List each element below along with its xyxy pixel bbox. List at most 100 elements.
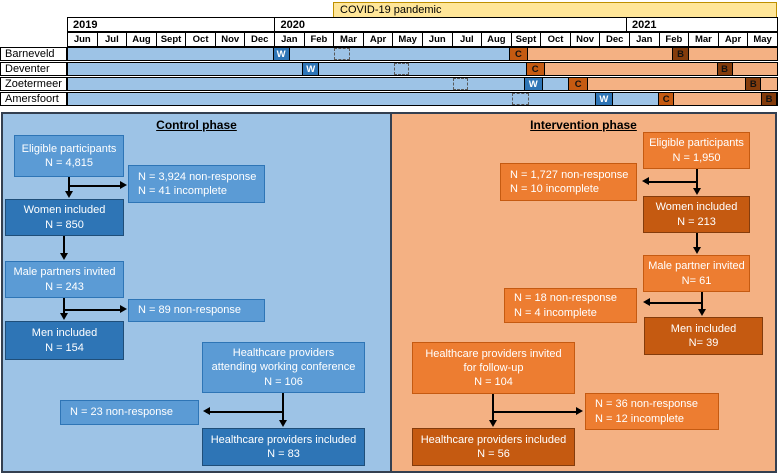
b-marker-box: B: [672, 48, 689, 60]
control-phase-segment: [68, 78, 524, 90]
timeline-month-cell: Jan: [275, 33, 305, 46]
control-non-response-2-box: N = 89 non-response: [128, 299, 265, 322]
flow-arrowhead: [120, 180, 130, 189]
box-text-line: Male partners invited: [13, 266, 116, 279]
box-text-line: N = 3,924 non-response: [138, 170, 257, 183]
box-text-line: N = 10 incomplete: [510, 183, 599, 195]
box-text-line: Male partner invited: [648, 260, 745, 273]
timeline-month-cell: Apr: [719, 33, 749, 46]
planned-marker-dashed: [334, 48, 350, 60]
flow-arrow-line: [63, 298, 65, 314]
timeline-site-label: Zoetermeer: [0, 77, 67, 91]
flow-arrowhead: [692, 247, 701, 257]
box-text-line: Eligible participants: [21, 142, 117, 155]
planned-marker-dashed: [512, 93, 529, 105]
covid-pandemic-label: COVID-19 pandemic: [340, 4, 442, 16]
timeline-month-cell: Oct: [541, 33, 571, 46]
box-text-line: Healthcare providers invited: [425, 347, 562, 360]
timeline-site-label: Barneveld: [0, 47, 67, 61]
intervention-phase-title: Intervention phase: [530, 118, 637, 132]
control-phase-segment: [68, 48, 273, 60]
flow-arrowhead: [639, 176, 649, 185]
timeline-site-label: Deventer: [0, 62, 67, 76]
timeline-month-cell: Feb: [660, 33, 690, 46]
b-marker-box: B: [761, 93, 777, 105]
control-non-response-1-box: N = 3,924 non-response N = 41 incomplete: [128, 165, 265, 203]
flow-arrow-line: [64, 309, 121, 311]
timeline-month-cell: Mar: [334, 33, 364, 46]
timeline-month-cell: Aug: [482, 33, 512, 46]
w-marker-box: W: [302, 63, 320, 75]
c-marker-box: C: [658, 93, 675, 105]
timeline-month-cell: May: [753, 34, 772, 45]
planned-marker-dashed: [394, 63, 409, 75]
c-marker-box: C: [509, 48, 528, 60]
flow-arrowhead: [488, 420, 497, 430]
box-text-line: Women included: [655, 201, 738, 214]
flow-arrowhead: [200, 406, 210, 415]
covid-pandemic-band: COVID-19 pandemic: [333, 2, 777, 18]
timeline-month-cell: Feb: [305, 33, 335, 46]
flow-arrow-line: [701, 292, 703, 310]
timeline-month-cell: Sept: [157, 33, 187, 46]
timeline-month-cell: Jun: [423, 33, 453, 46]
box-text-line: N = 243: [45, 280, 84, 293]
intervention-phase-segment: [761, 78, 777, 90]
timeline-month-cell: Nov: [571, 33, 601, 46]
flow-arrowhead: [59, 253, 68, 263]
box-text-line: Men included: [670, 322, 737, 335]
w-marker-box: W: [523, 78, 543, 90]
c-marker-box: C: [525, 63, 545, 75]
planned-marker-dashed: [453, 78, 468, 90]
flow-arrow-line: [493, 411, 577, 413]
flow-arrow-line: [282, 393, 284, 421]
flow-arrowhead: [120, 304, 130, 313]
intervention-phase-segment: [527, 48, 673, 60]
c-marker-box: C: [568, 78, 589, 90]
timeline-month-cell: Oct: [186, 33, 216, 46]
intervention-phase-segment: [544, 63, 717, 75]
timeline-month-cell: May: [393, 33, 423, 46]
timeline-month-cell: Jul: [98, 33, 128, 46]
box-text-line: N = 23 non-response: [70, 406, 174, 419]
intervention-phase-segment: [689, 48, 777, 60]
box-text-line: Eligible participants: [649, 137, 744, 150]
box-text-line: N= 61: [681, 274, 712, 287]
timeline-month-cell: Nov: [216, 33, 246, 46]
flow-arrow-line: [492, 394, 494, 421]
control-phase-segment: [612, 93, 659, 105]
intervention-phase-segment: [674, 93, 762, 105]
box-text-line: Women included: [23, 204, 106, 217]
flow-arrowhead: [64, 191, 73, 201]
timeline-month-cell: Jan: [630, 33, 660, 46]
flow-arrow-line: [696, 233, 698, 248]
box-text-line: N= 39: [688, 337, 719, 349]
intervention-men-included-box: Men included N= 39: [644, 317, 763, 355]
timeline-month-cell: Jun: [68, 33, 98, 46]
box-text-line: N = 83: [267, 448, 300, 460]
box-text-line: N = 41 incomplete: [138, 185, 227, 197]
control-phase-segment: [289, 48, 509, 60]
flow-arrowhead: [640, 297, 650, 306]
box-text-line: N = 1,727 non-response: [510, 168, 629, 181]
timeline-year-2019: 2019: [68, 18, 276, 31]
box-text-line: N = 850: [45, 218, 84, 231]
box-text-line: Healthcare providers: [232, 347, 335, 360]
timeline-month-cell: Aug: [127, 33, 157, 46]
timeline-month-cell: Mar: [689, 33, 719, 46]
box-text-line: N = 36 non-response: [595, 398, 699, 411]
